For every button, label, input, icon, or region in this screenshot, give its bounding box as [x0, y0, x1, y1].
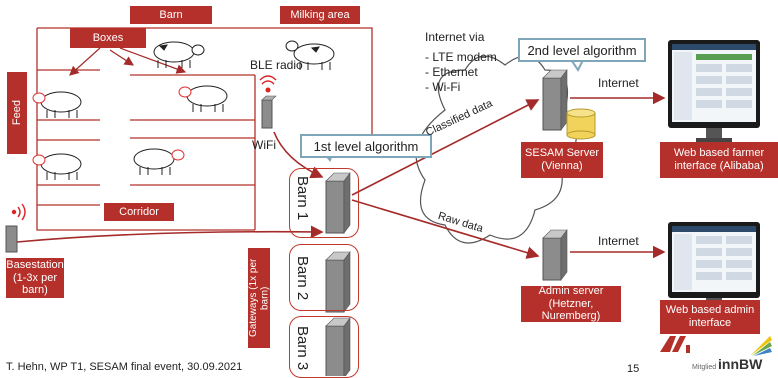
internet-option-lte: - LTE modem: [425, 50, 497, 64]
milking-area-label: Milking area: [280, 6, 360, 24]
database-icon: [566, 108, 596, 140]
boxes-pointers: [69, 47, 187, 76]
ble-radio-device: [259, 75, 277, 129]
wifi-text: WiFi: [252, 138, 276, 152]
innbw-logo: [750, 336, 772, 356]
basestation-device: [5, 203, 26, 253]
admin-server: [542, 229, 568, 281]
corridor-label: Corridor: [104, 203, 174, 221]
connection-arrows: [16, 91, 666, 259]
innbw-logo-text: innBW: [718, 356, 763, 372]
second-level-algorithm-callout: 2nd level algorithm: [518, 38, 646, 62]
farmer-interface-label: Web based farmer interface (Alibaba): [660, 142, 778, 178]
internet-label-top: Internet: [598, 76, 639, 90]
gateways-label: Gateways (1x per barn): [248, 248, 270, 348]
sesam-server: [542, 69, 596, 140]
page-number: 15: [627, 363, 640, 375]
cow-icon: [32, 40, 335, 180]
barn-2-box: [289, 244, 359, 311]
barn-label: Barn: [130, 6, 212, 24]
internet-option-wifi: - Wi-Fi: [425, 80, 461, 94]
internet-via-heading: Internet via: [425, 30, 485, 44]
ait-logo-sub: Mitglied: [692, 364, 717, 371]
feed-label: Feed: [7, 72, 27, 154]
sesam-server-label: SESAM Server (Vienna): [521, 142, 603, 178]
admin-interface-label: Web based admin interface: [660, 300, 760, 334]
footer-credit: T. Hehn, WP T1, SESAM final event, 30.09…: [6, 361, 243, 373]
basestation-label: Basestation (1-3x per barn): [6, 258, 64, 298]
boxes-label: Boxes: [70, 28, 146, 48]
barn-1-label: Barn 1: [294, 176, 311, 221]
barn-1-box: [289, 168, 359, 238]
barn-2-label: Barn 2: [294, 256, 311, 301]
internet-label-bottom: Internet: [598, 234, 639, 248]
monitor-icon-admin: [668, 222, 760, 310]
barn-3-label: Barn 3: [294, 326, 311, 371]
ait-logo: [660, 336, 690, 353]
first-level-algorithm-callout: 1st level algorithm: [300, 134, 432, 158]
admin-server-label: Admin server (Hetzner, Nuremberg): [521, 285, 621, 322]
monitor-icon-farmer: [668, 40, 760, 142]
ble-radio-text: BLE radio: [250, 58, 303, 72]
internet-option-ethernet: - Ethernet: [425, 65, 478, 79]
